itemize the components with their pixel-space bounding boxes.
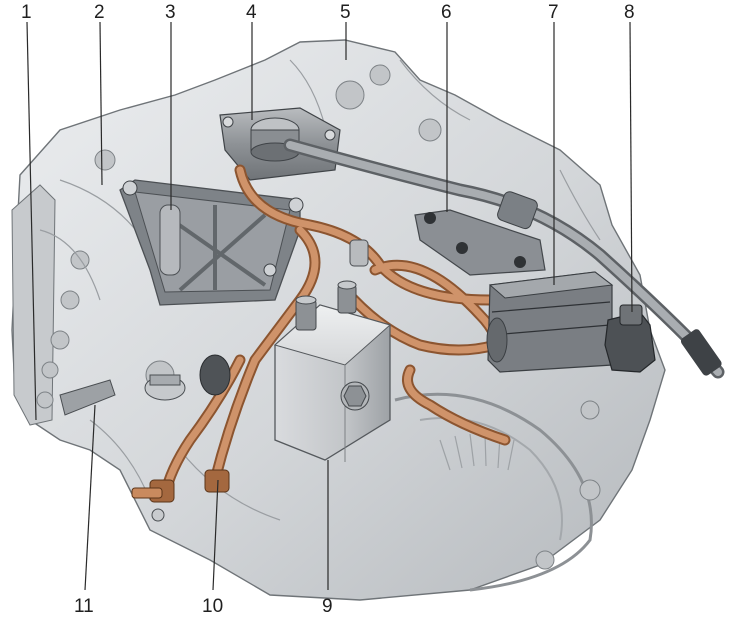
- valve-block-right: [486, 271, 614, 373]
- callout-5: 5: [340, 2, 351, 23]
- callout-4: 4: [246, 2, 257, 23]
- callout-7: 7: [548, 2, 559, 23]
- connector-sensor: [604, 304, 656, 373]
- callout-6: 6: [441, 2, 452, 23]
- mount-bracket: [119, 179, 304, 306]
- callout-9: 9: [322, 596, 333, 617]
- top-actuator: [219, 107, 341, 181]
- callout-8: 8: [624, 2, 635, 23]
- callout-11: 11: [74, 596, 94, 617]
- leader-1: [26, 21, 37, 421]
- callout-2: 2: [94, 2, 105, 23]
- shift-lever-area: [59, 354, 231, 416]
- callout-1: 1: [21, 2, 32, 23]
- leader-2: [99, 21, 103, 186]
- tube-fittings: [131, 469, 230, 522]
- leader-lines: [26, 21, 633, 591]
- leader-10: [212, 479, 219, 591]
- copper-tubes: [159, 164, 511, 501]
- callout-10: 10: [202, 596, 223, 617]
- callout-labels: 1 2 3 4 5 6 7 8 9 10 11: [21, 2, 635, 617]
- control-cable: [283, 138, 725, 379]
- cable-bracket: [414, 209, 546, 276]
- hydraulic-block: [273, 280, 392, 462]
- leader-11: [84, 404, 96, 591]
- callout-3: 3: [165, 2, 176, 23]
- leader-8: [629, 21, 633, 313]
